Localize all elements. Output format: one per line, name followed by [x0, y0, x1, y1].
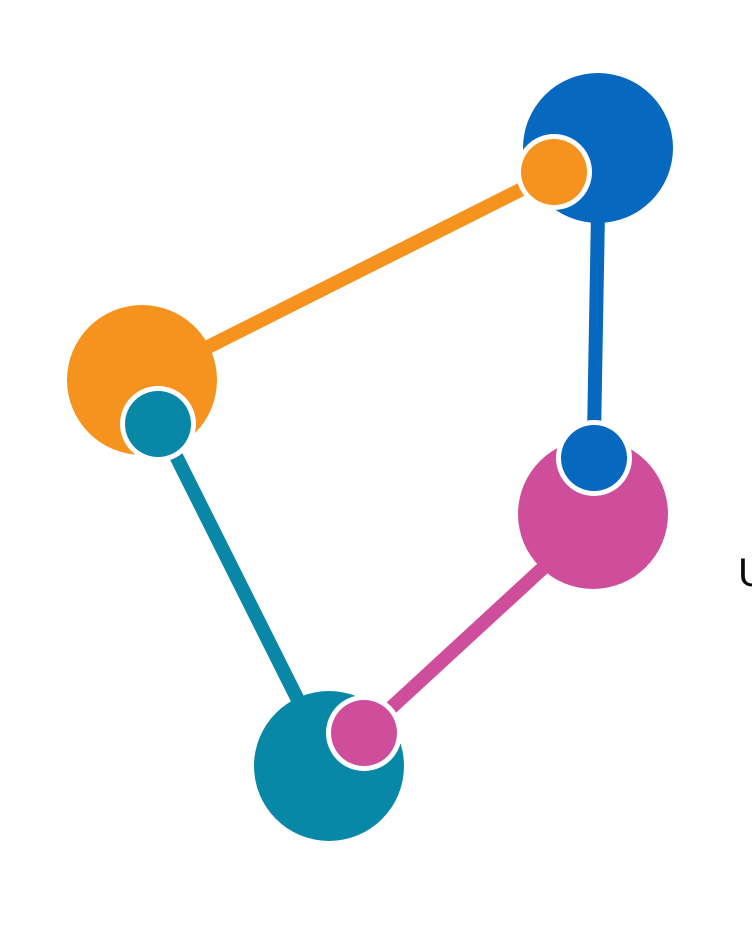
edge-text: U — [738, 553, 752, 593]
orange-node-port — [125, 391, 191, 457]
nodes-layer — [67, 73, 673, 841]
teal-link — [159, 429, 309, 715]
magenta-node — [518, 439, 668, 589]
orange-link — [191, 169, 555, 359]
teal-node-port — [331, 700, 397, 766]
ports-layer — [120, 134, 632, 771]
magenta-node-port — [561, 425, 627, 491]
blue-node-port — [521, 139, 587, 205]
magenta-link — [373, 549, 563, 725]
blue-link — [587, 205, 605, 443]
links-layer — [159, 169, 605, 725]
